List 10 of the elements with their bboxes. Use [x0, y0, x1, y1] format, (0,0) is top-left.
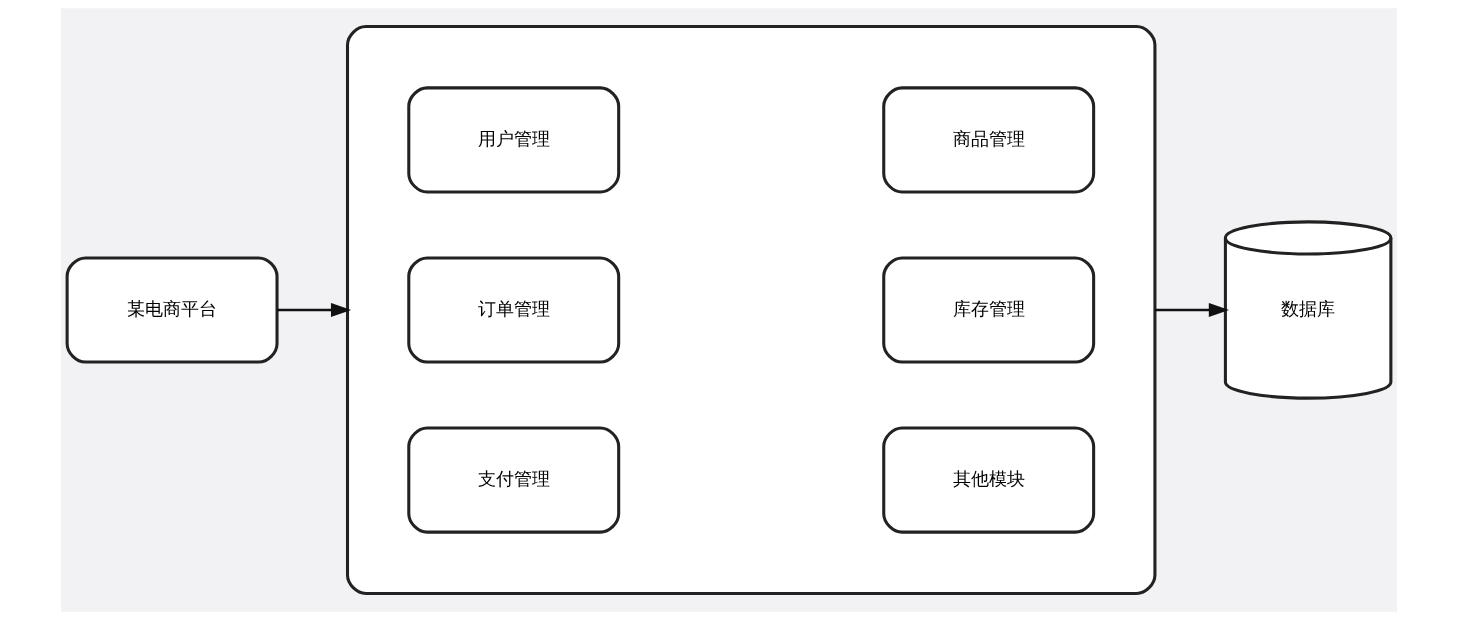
node-box: 某电商平台: [65, 256, 279, 364]
node-box: 商品管理: [881, 86, 1095, 194]
node-box: 库存管理: [881, 256, 1095, 364]
node-box: 用户管理: [406, 86, 620, 194]
node-box: 支付管理: [406, 426, 620, 534]
node-box: 其他模块: [881, 426, 1095, 534]
arrow: [1154, 302, 1229, 318]
cluster: [345, 25, 1156, 595]
arrow: [276, 302, 351, 318]
node-box: 订单管理: [406, 256, 620, 364]
